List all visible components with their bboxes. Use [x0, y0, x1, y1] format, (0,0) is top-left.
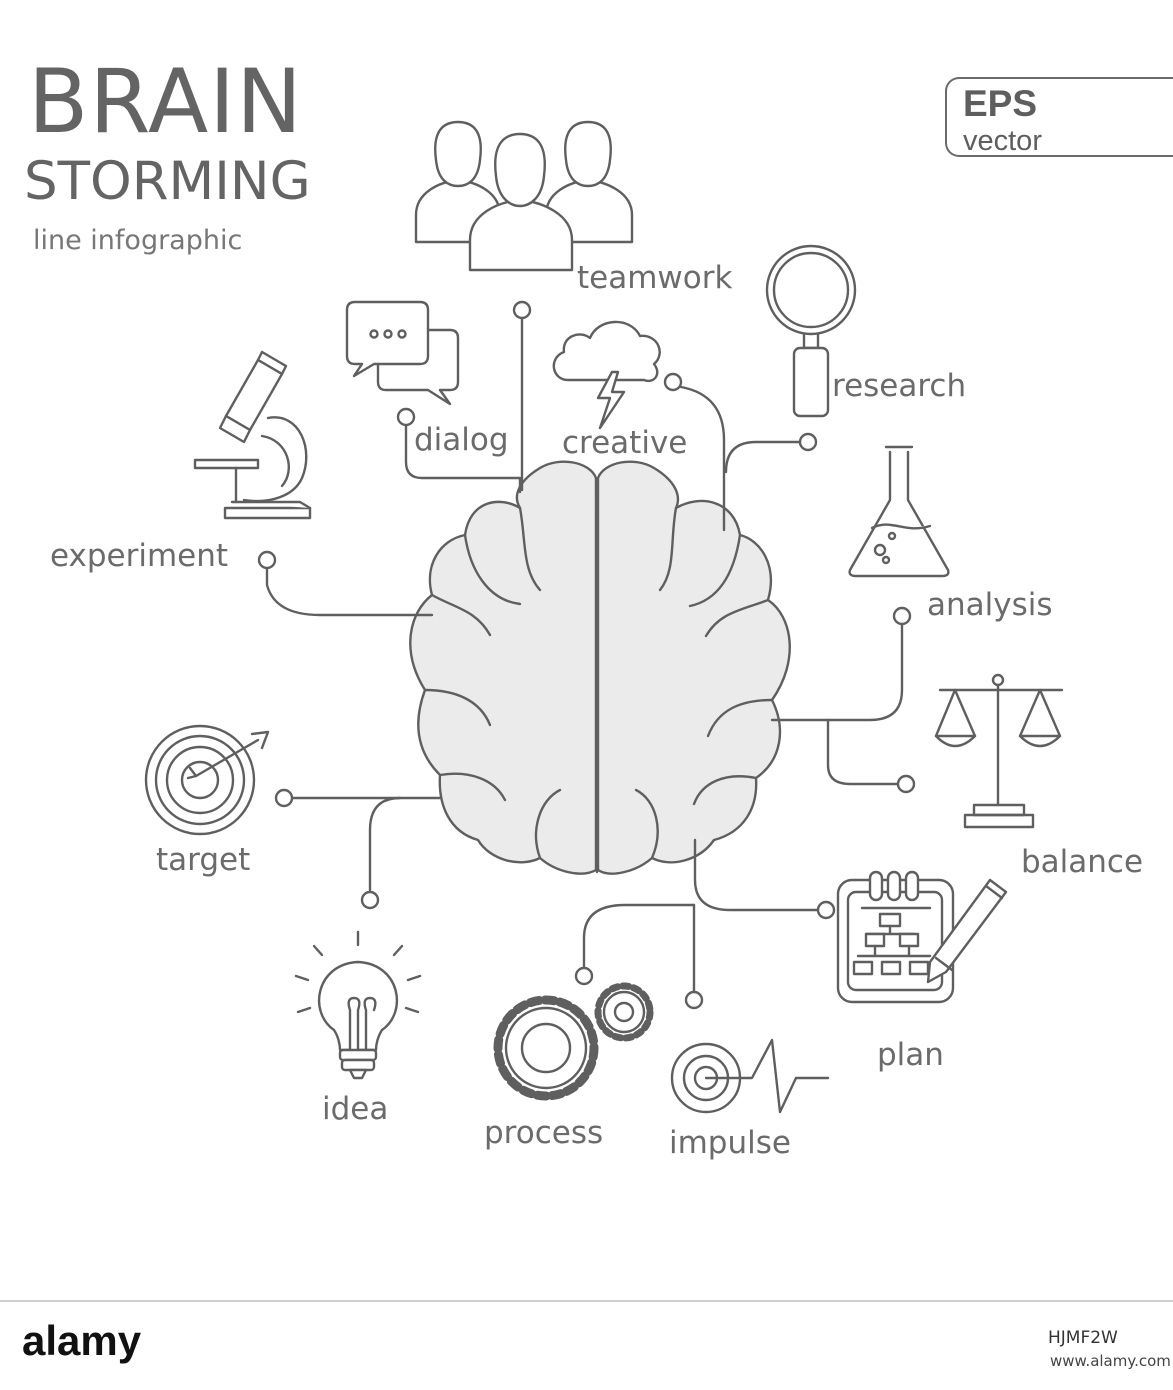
- node-experiment: [257, 550, 277, 570]
- gears-icon: [493, 982, 654, 1101]
- label-research: research: [832, 368, 967, 404]
- label-balance: balance: [1021, 844, 1144, 880]
- brain-left-hemisphere: [409, 460, 598, 875]
- connector-experiment: [265, 566, 434, 617]
- diagram-art: [144, 120, 1064, 1114]
- node-process: [574, 966, 594, 986]
- eps-badge-format: EPS: [963, 83, 1038, 124]
- connector-process: [582, 903, 696, 970]
- brain-fold: [518, 506, 542, 592]
- brain-right-hemisphere: [596, 460, 791, 875]
- connector-dialog: [404, 423, 522, 494]
- alamy-logo: alamy: [22, 1317, 142, 1364]
- footer-url: www.alamy.com: [1050, 1352, 1171, 1370]
- title-storming: STORMING: [24, 151, 311, 212]
- title-brain: BRAIN: [28, 50, 303, 153]
- brain-fold: [423, 688, 492, 727]
- cloud-lightning-icon: [552, 320, 661, 430]
- connector-creative: [679, 385, 726, 532]
- lightbulb-icon: [294, 930, 422, 1080]
- label-experiment: experiment: [50, 538, 229, 574]
- brain-fold: [438, 772, 507, 802]
- brain-fold: [430, 593, 492, 637]
- footer-image-id: HJMF2W: [1048, 1328, 1118, 1348]
- connector-idea: [368, 796, 402, 892]
- stock-footer: [0, 1300, 1173, 1390]
- node-idea: [360, 890, 380, 910]
- footer-divider: [0, 1300, 1173, 1302]
- eps-badge: [945, 77, 1173, 157]
- node-dialog: [396, 407, 416, 427]
- label-target: target: [156, 842, 251, 878]
- connector-analysis: [770, 622, 904, 722]
- connector-nodes: [257, 300, 916, 1010]
- node-target: [274, 788, 294, 808]
- label-teamwork: teamwork: [577, 260, 733, 296]
- flask-icon: [848, 445, 950, 578]
- clipboard-pencil-icon: [836, 870, 1008, 1004]
- brain-fold: [463, 533, 522, 606]
- subtitle: line infographic: [33, 225, 243, 256]
- label-dialog: dialog: [414, 422, 509, 458]
- target-icon: [144, 724, 270, 836]
- node-balance: [896, 774, 916, 794]
- label-creative: creative: [562, 425, 688, 461]
- node-impulse: [684, 990, 704, 1010]
- brain-fold: [692, 775, 758, 806]
- connector-lines: [265, 316, 904, 994]
- node-research: [798, 432, 818, 452]
- microscope-icon: [193, 350, 312, 520]
- infographic-canvas: BRAIN STORMING line infographic EPS vect…: [24, 50, 1173, 1161]
- eps-badge-type: vector: [963, 125, 1042, 157]
- brain-fold: [658, 506, 678, 592]
- brain-fold: [534, 788, 562, 860]
- scales-icon: [934, 673, 1064, 829]
- brain-fold: [704, 598, 770, 638]
- connector-balance: [826, 718, 900, 786]
- label-plan: plan: [877, 1037, 944, 1073]
- brain-icon: [409, 460, 791, 875]
- label-impulse: impulse: [669, 1125, 791, 1161]
- brain-fold: [688, 533, 742, 608]
- label-analysis: analysis: [927, 587, 1053, 623]
- magnifier-icon: [765, 244, 857, 418]
- brain-fold: [706, 698, 774, 738]
- connector-research: [724, 440, 802, 474]
- label-process: process: [484, 1115, 604, 1151]
- connector-plan: [693, 838, 820, 912]
- chat-bubbles-icon: [345, 300, 460, 406]
- label-idea: idea: [322, 1091, 389, 1127]
- node-teamwork: [512, 300, 532, 320]
- people-icon: [414, 120, 634, 272]
- node-analysis: [892, 606, 912, 626]
- brain-fold: [634, 788, 659, 860]
- impulse-icon: [670, 1038, 830, 1114]
- node-plan: [816, 900, 836, 920]
- node-creative: [663, 372, 683, 392]
